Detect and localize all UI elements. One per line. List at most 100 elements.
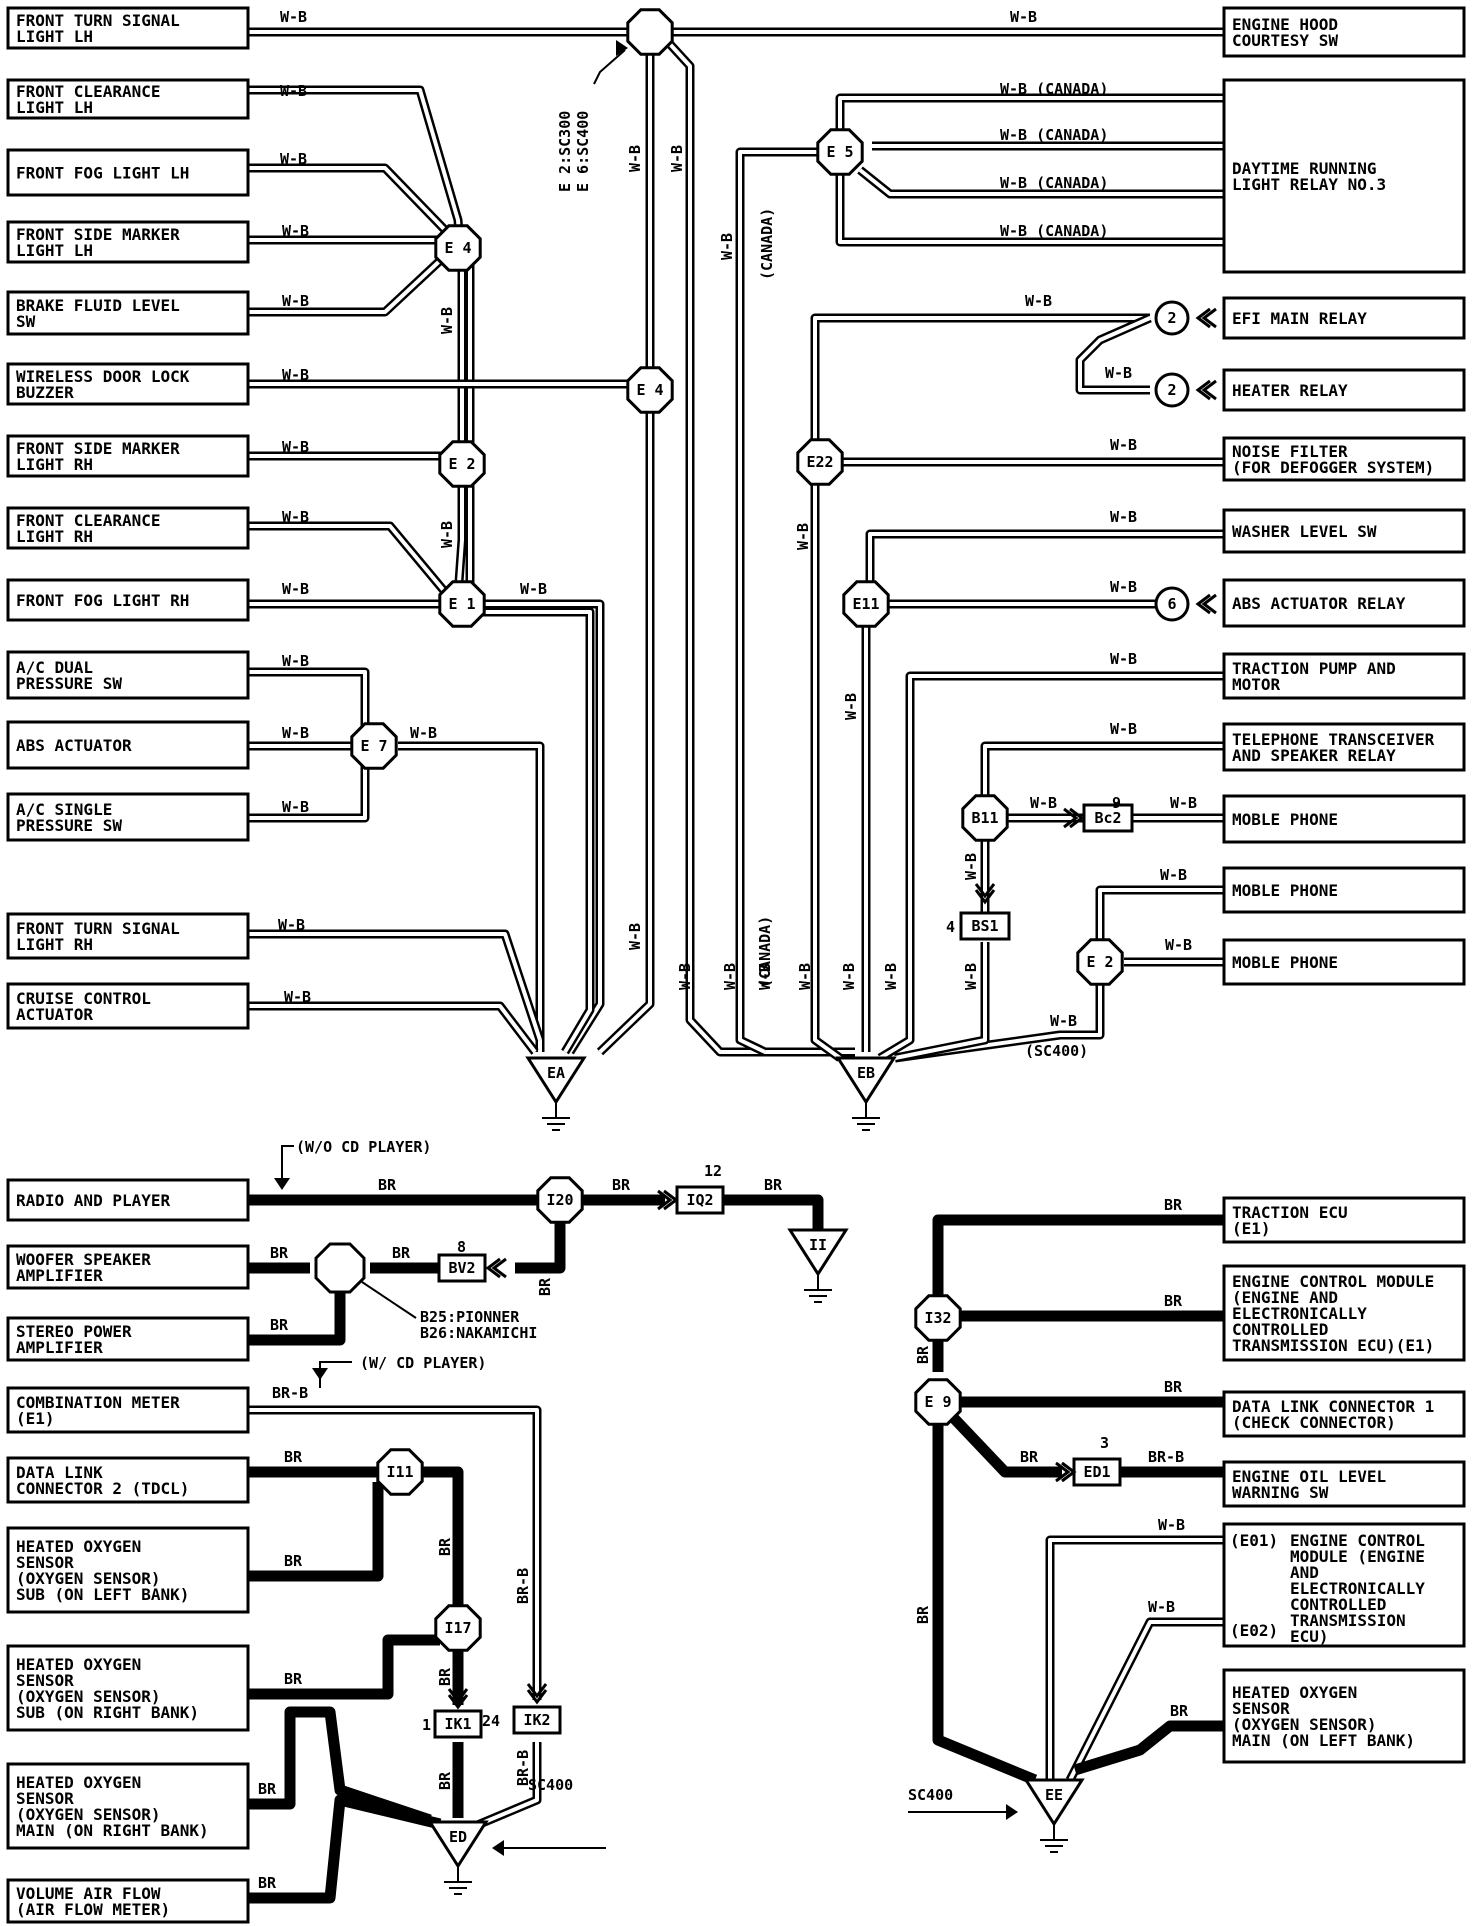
component-box-br-0: TRACTION ECU(E1) [1222,1196,1466,1244]
component-label: ENGINE OIL LEVEL [1232,1467,1386,1486]
component-label: RADIO AND PLAYER [16,1191,170,1210]
pin-circle [1154,372,1190,408]
ground-triangle [787,1228,849,1277]
arrow-part [974,889,996,905]
wire-label: BR-B [1148,1448,1184,1466]
component-box-10: ABS ACTUATOR [6,720,250,770]
component-label: TELEPHONE TRANSCEIVER [1232,730,1435,749]
junction-shape [914,1378,962,1426]
inline-connector: Bc2 [1082,803,1134,833]
component-label: CRUISE CONTROL [16,989,151,1008]
wire-br [515,1215,566,1274]
component-box [6,434,250,478]
connector-arrow [657,1189,679,1211]
component-box [1222,578,1466,628]
component-label: MODULE (ENGINE [1290,1547,1425,1566]
junction-e4-left: E 4 [434,224,482,272]
wire-br [248,1794,442,1904]
component-box [6,720,250,770]
component-label: LIGHT LH [16,98,93,117]
junction-shape [434,224,482,272]
connector-box [437,1253,487,1283]
component-box [6,362,250,406]
wire-label: BR [436,1537,454,1556]
wire-w-b [735,147,820,1057]
arrow-part [1195,593,1211,615]
wire-label: W-B (CANADA) [1000,222,1108,240]
component-label: PRESSURE SW [16,816,122,835]
wire-label: W-B [282,508,309,526]
component-label: ENGINE CONTROL [1290,1531,1425,1550]
wire-label: W-B [1110,508,1137,526]
component-label: AMPLIFIER [16,1338,103,1357]
connector-arrow [1195,307,1217,329]
wire-label: W-B [1025,292,1052,310]
wire-label: BR [1164,1378,1183,1396]
wire-br [248,1482,384,1582]
wire-label: BR [284,1670,303,1688]
component-box [6,1178,250,1222]
junction-shape [438,440,486,488]
wire-label: W-B (CANADA) [1000,80,1108,98]
wire-w-b [1095,885,1224,950]
component-box [6,6,250,50]
component-box [6,1386,250,1434]
component-label: SUB (ON RIGHT BANK) [16,1703,199,1722]
wire-label: W-B [1110,578,1137,596]
junction-i32: I32 [914,1294,962,1342]
wire-br [248,1290,346,1346]
note-label: (CANADA) [756,916,774,988]
connector-arrow [526,1683,548,1705]
junction-label: E 1 [448,595,475,613]
component-label: HEATED OXYGEN [16,1655,141,1674]
arrow-part [1195,379,1211,401]
wire-label: BR [914,1345,932,1364]
ground-triangle [525,1056,587,1105]
component-label: SENSOR [1232,1699,1290,1718]
component-box-right-10: MOBLE PHONE [1222,866,1466,914]
wire-label: BR [270,1244,289,1262]
junction-label: I32 [924,1309,951,1327]
junction-label: E 7 [360,737,387,755]
component-label: SENSOR [16,1789,74,1808]
pin-tag: (E01) [1230,1531,1278,1550]
component-box [6,290,250,336]
note-label: E 2:SC300 [556,111,574,192]
connector-label: ED1 [1083,1463,1110,1481]
component-label: BUZZER [16,383,74,402]
pointer-line [593,49,626,85]
junction-e7: E 7 [350,722,398,770]
arrow-part [1055,1461,1071,1483]
note-label: E 6:SC400 [574,111,592,192]
component-label: FRONT CLEARANCE [16,82,161,101]
wire-label: W-B (CANADA) [1000,126,1108,144]
wire-w-b [664,38,855,1057]
connector-arrow [1195,379,1217,401]
component-box [6,792,250,842]
component-label: (OXYGEN SENSOR) [16,1569,161,1588]
component-label: A/C SINGLE [16,800,112,819]
wire-label: W-B [438,521,456,548]
wire-label: W-B [962,963,980,990]
junction-shape [350,722,398,770]
component-label: DAYTIME RUNNING [1232,159,1377,178]
component-box-8: FRONT FOG LIGHT RH [6,578,250,622]
component-label: (OXYGEN SENSOR) [16,1687,161,1706]
arrow-head [312,1368,328,1380]
ground-point: EA [525,1056,587,1131]
junction-shape [434,1604,482,1652]
component-label: LIGHT RH [16,935,93,954]
component-box [6,1244,250,1290]
pointer-line [319,1361,352,1388]
arrow-part [485,1257,501,1279]
ground-point: EB [835,1056,897,1131]
wire-label: W-B [1110,650,1137,668]
wire-label: W-B [1170,794,1197,812]
note-label: (CANADA) [758,208,776,280]
